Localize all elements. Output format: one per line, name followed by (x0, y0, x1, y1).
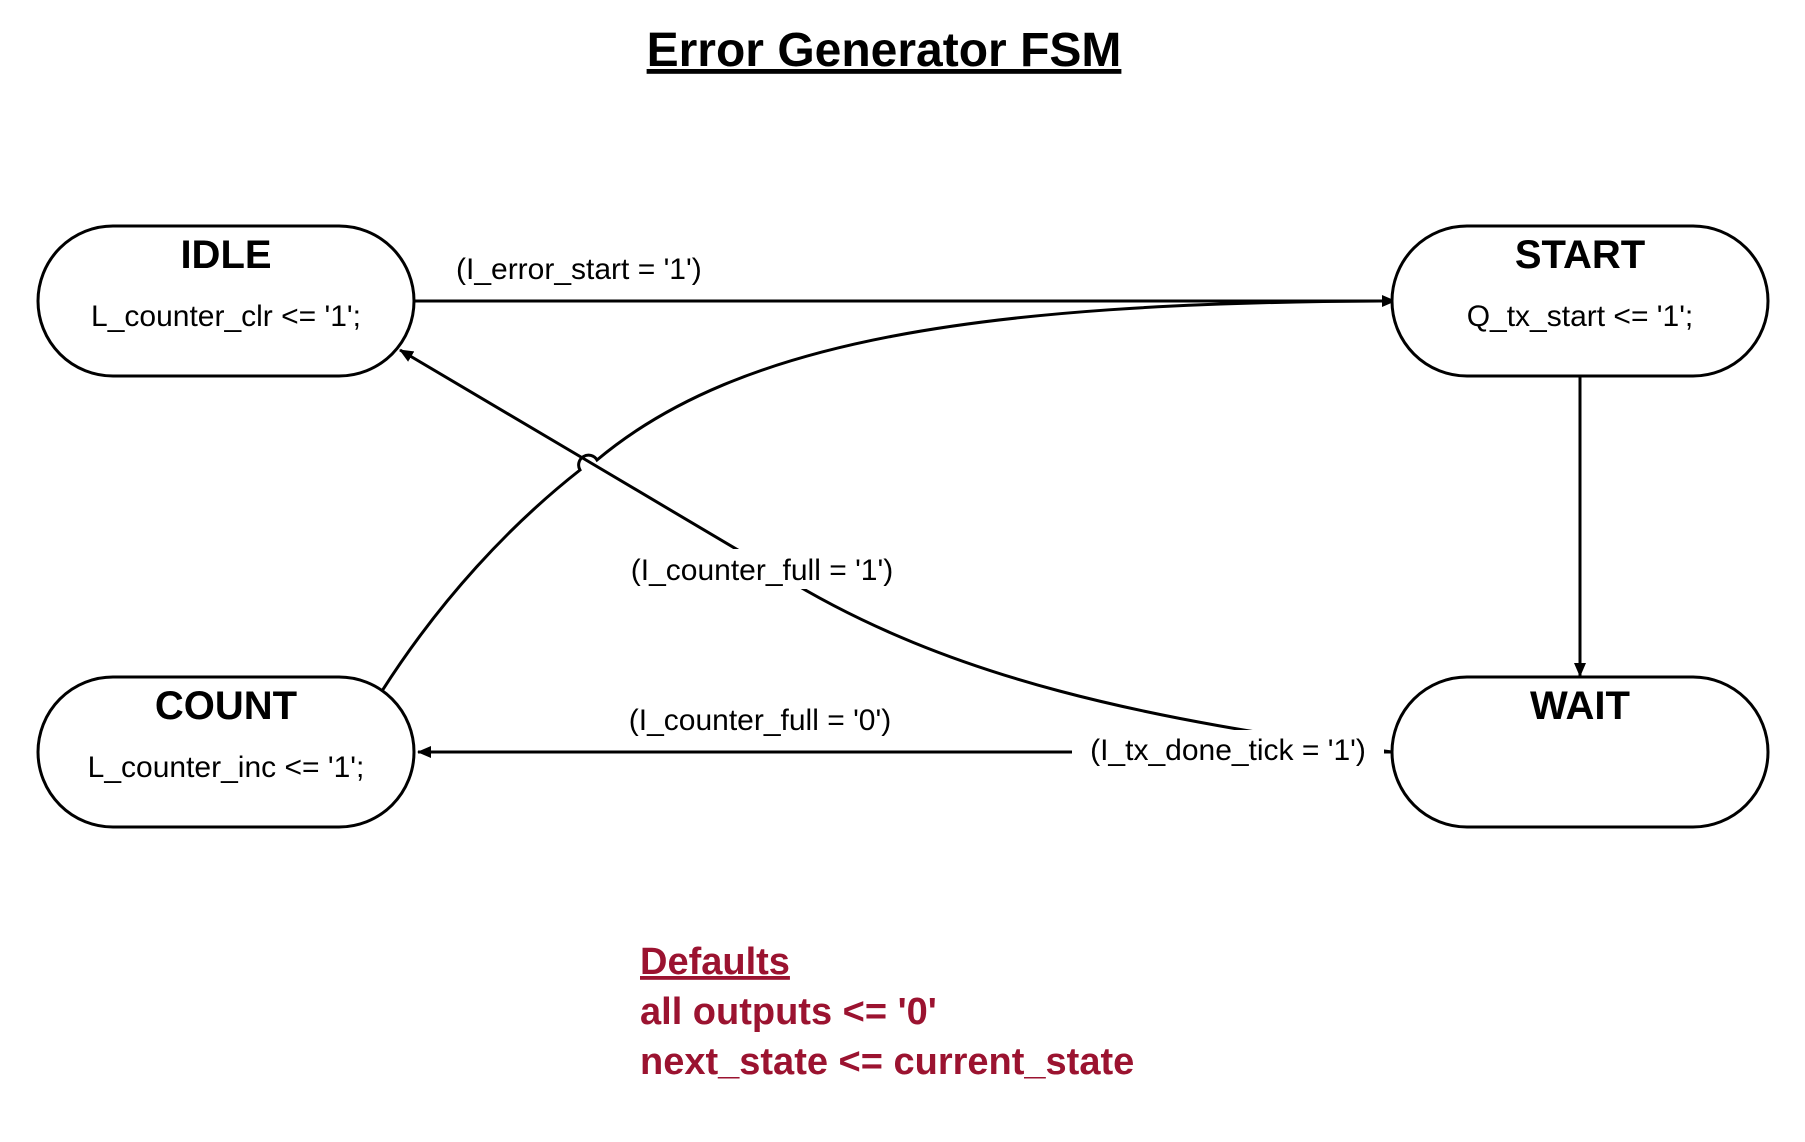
label-error-start: (I_error_start = '1') (456, 253, 702, 286)
state-wait-name: WAIT (1530, 684, 1630, 728)
state-start-action: Q_tx_start <= '1'; (1467, 300, 1694, 333)
state-idle: IDLE L_counter_clr <= '1'; (36, 224, 416, 378)
defaults-line-outputs: all outputs <= '0' (640, 991, 937, 1033)
diagram-title: Error Generator FSM (647, 24, 1122, 77)
state-start-name: START (1515, 233, 1645, 277)
state-wait: WAIT (1390, 675, 1770, 829)
label-counter-full-1: (I_counter_full = '1') (631, 554, 893, 587)
state-count: COUNT L_counter_inc <= '1'; (36, 675, 416, 829)
defaults-block: Defaults all outputs <= '0' next_state <… (640, 941, 1134, 1083)
state-count-name: COUNT (155, 684, 297, 728)
state-idle-name: IDLE (180, 233, 271, 277)
defaults-title: Defaults (640, 941, 790, 983)
defaults-line-next-state: next_state <= current_state (640, 1041, 1134, 1083)
edge-count-to-start (380, 299, 1381, 692)
label-tx-done-tick: (I_tx_done_tick = '1') (1090, 734, 1366, 767)
state-start: START Q_tx_start <= '1'; (1390, 224, 1770, 378)
state-idle-action: L_counter_clr <= '1'; (91, 300, 361, 333)
state-count-action: L_counter_inc <= '1'; (88, 751, 365, 784)
label-counter-full-0: (I_counter_full = '0') (629, 704, 891, 737)
